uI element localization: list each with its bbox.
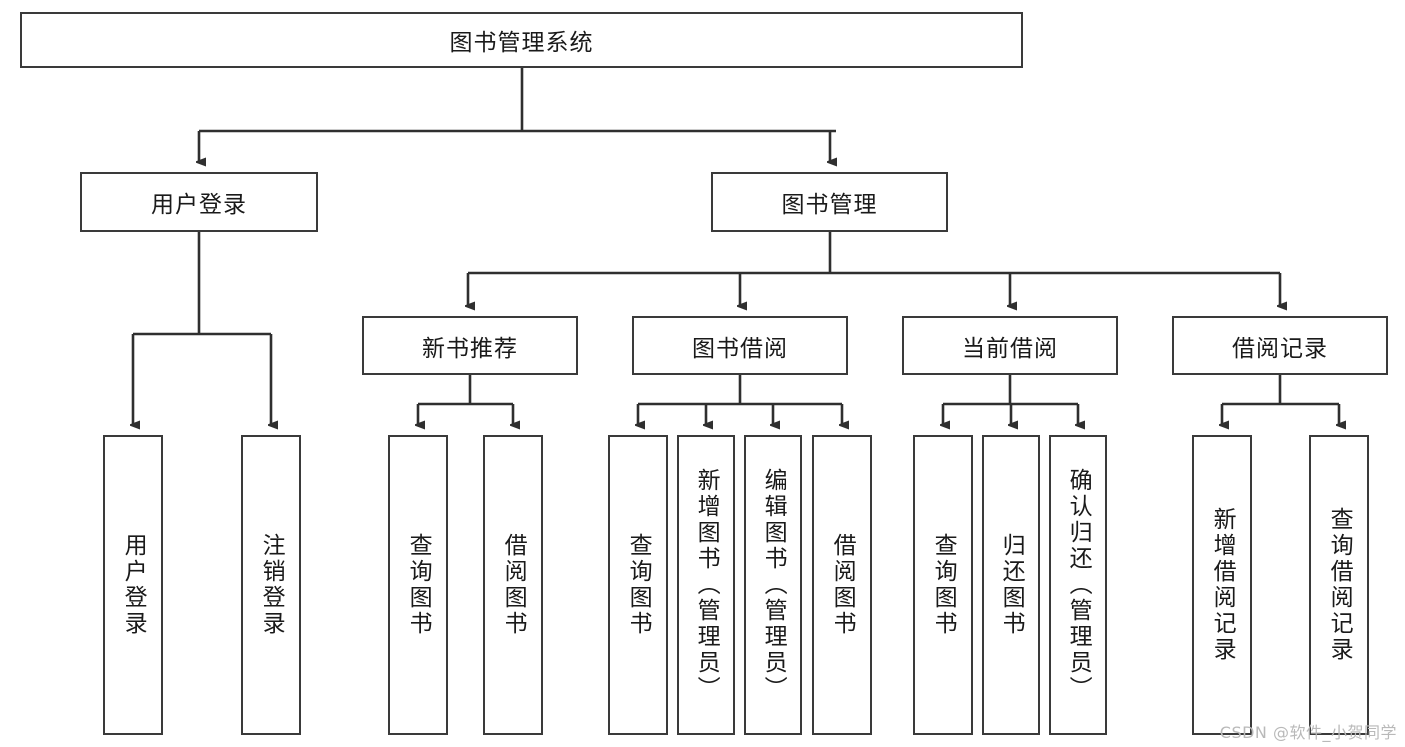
node-leaf-recommend-query-book[interactable]: 查询图书 xyxy=(388,435,448,735)
node-leaf-borrow-borrow-book[interactable]: 借阅图书 xyxy=(812,435,872,735)
node-label: 查询图书 xyxy=(625,533,652,637)
node-leaf-user-logout[interactable]: 注销登录 xyxy=(241,435,301,735)
node-book-management[interactable]: 图书管理 xyxy=(711,172,948,232)
node-label: 新增图书（管理员） xyxy=(693,468,720,702)
node-label: 确认归还（管理员） xyxy=(1065,468,1092,702)
csdn-watermark: CSDN @软件_小贺同学 xyxy=(1219,723,1397,742)
node-current-borrow[interactable]: 当前借阅 xyxy=(902,316,1118,375)
node-leaf-borrow-edit-book[interactable]: 编辑图书（管理员） xyxy=(744,435,802,735)
node-label: 借阅图书 xyxy=(500,533,527,637)
node-leaf-record-add[interactable]: 新增借阅记录 xyxy=(1192,435,1252,735)
node-leaf-record-query[interactable]: 查询借阅记录 xyxy=(1309,435,1369,735)
node-root-system[interactable]: 图书管理系统 xyxy=(20,12,1023,68)
node-label: 借阅记录 xyxy=(1232,335,1328,362)
node-leaf-current-return-book[interactable]: 归还图书 xyxy=(982,435,1040,735)
node-leaf-borrow-query-book[interactable]: 查询图书 xyxy=(608,435,668,735)
node-label: 当前借阅 xyxy=(962,335,1058,362)
node-borrow-record[interactable]: 借阅记录 xyxy=(1172,316,1388,375)
node-label: 新增借阅记录 xyxy=(1209,507,1236,663)
node-user-login[interactable]: 用户登录 xyxy=(80,172,318,232)
node-label: 用户登录 xyxy=(120,533,147,637)
node-label: 编辑图书（管理员） xyxy=(760,468,787,702)
node-leaf-current-confirm-return[interactable]: 确认归还（管理员） xyxy=(1049,435,1107,735)
node-leaf-user-login[interactable]: 用户登录 xyxy=(103,435,163,735)
node-leaf-current-query-book[interactable]: 查询图书 xyxy=(913,435,973,735)
node-label: 用户登录 xyxy=(151,192,247,218)
node-label: 图书管理 xyxy=(781,192,878,218)
node-label: 新书推荐 xyxy=(422,335,518,362)
node-label: 归还图书 xyxy=(998,533,1025,637)
node-label: 查询借阅记录 xyxy=(1326,507,1353,663)
node-book-borrow[interactable]: 图书借阅 xyxy=(632,316,848,375)
node-label: 图书管理系统 xyxy=(449,30,594,56)
node-label: 查询图书 xyxy=(930,533,957,637)
node-label: 借阅图书 xyxy=(829,533,856,637)
node-label: 图书借阅 xyxy=(692,335,788,362)
node-label: 查询图书 xyxy=(405,533,432,637)
node-new-book-recommend[interactable]: 新书推荐 xyxy=(362,316,578,375)
node-label: 注销登录 xyxy=(258,533,285,637)
node-leaf-recommend-borrow-book[interactable]: 借阅图书 xyxy=(483,435,543,735)
node-leaf-borrow-add-book[interactable]: 新增图书（管理员） xyxy=(677,435,735,735)
